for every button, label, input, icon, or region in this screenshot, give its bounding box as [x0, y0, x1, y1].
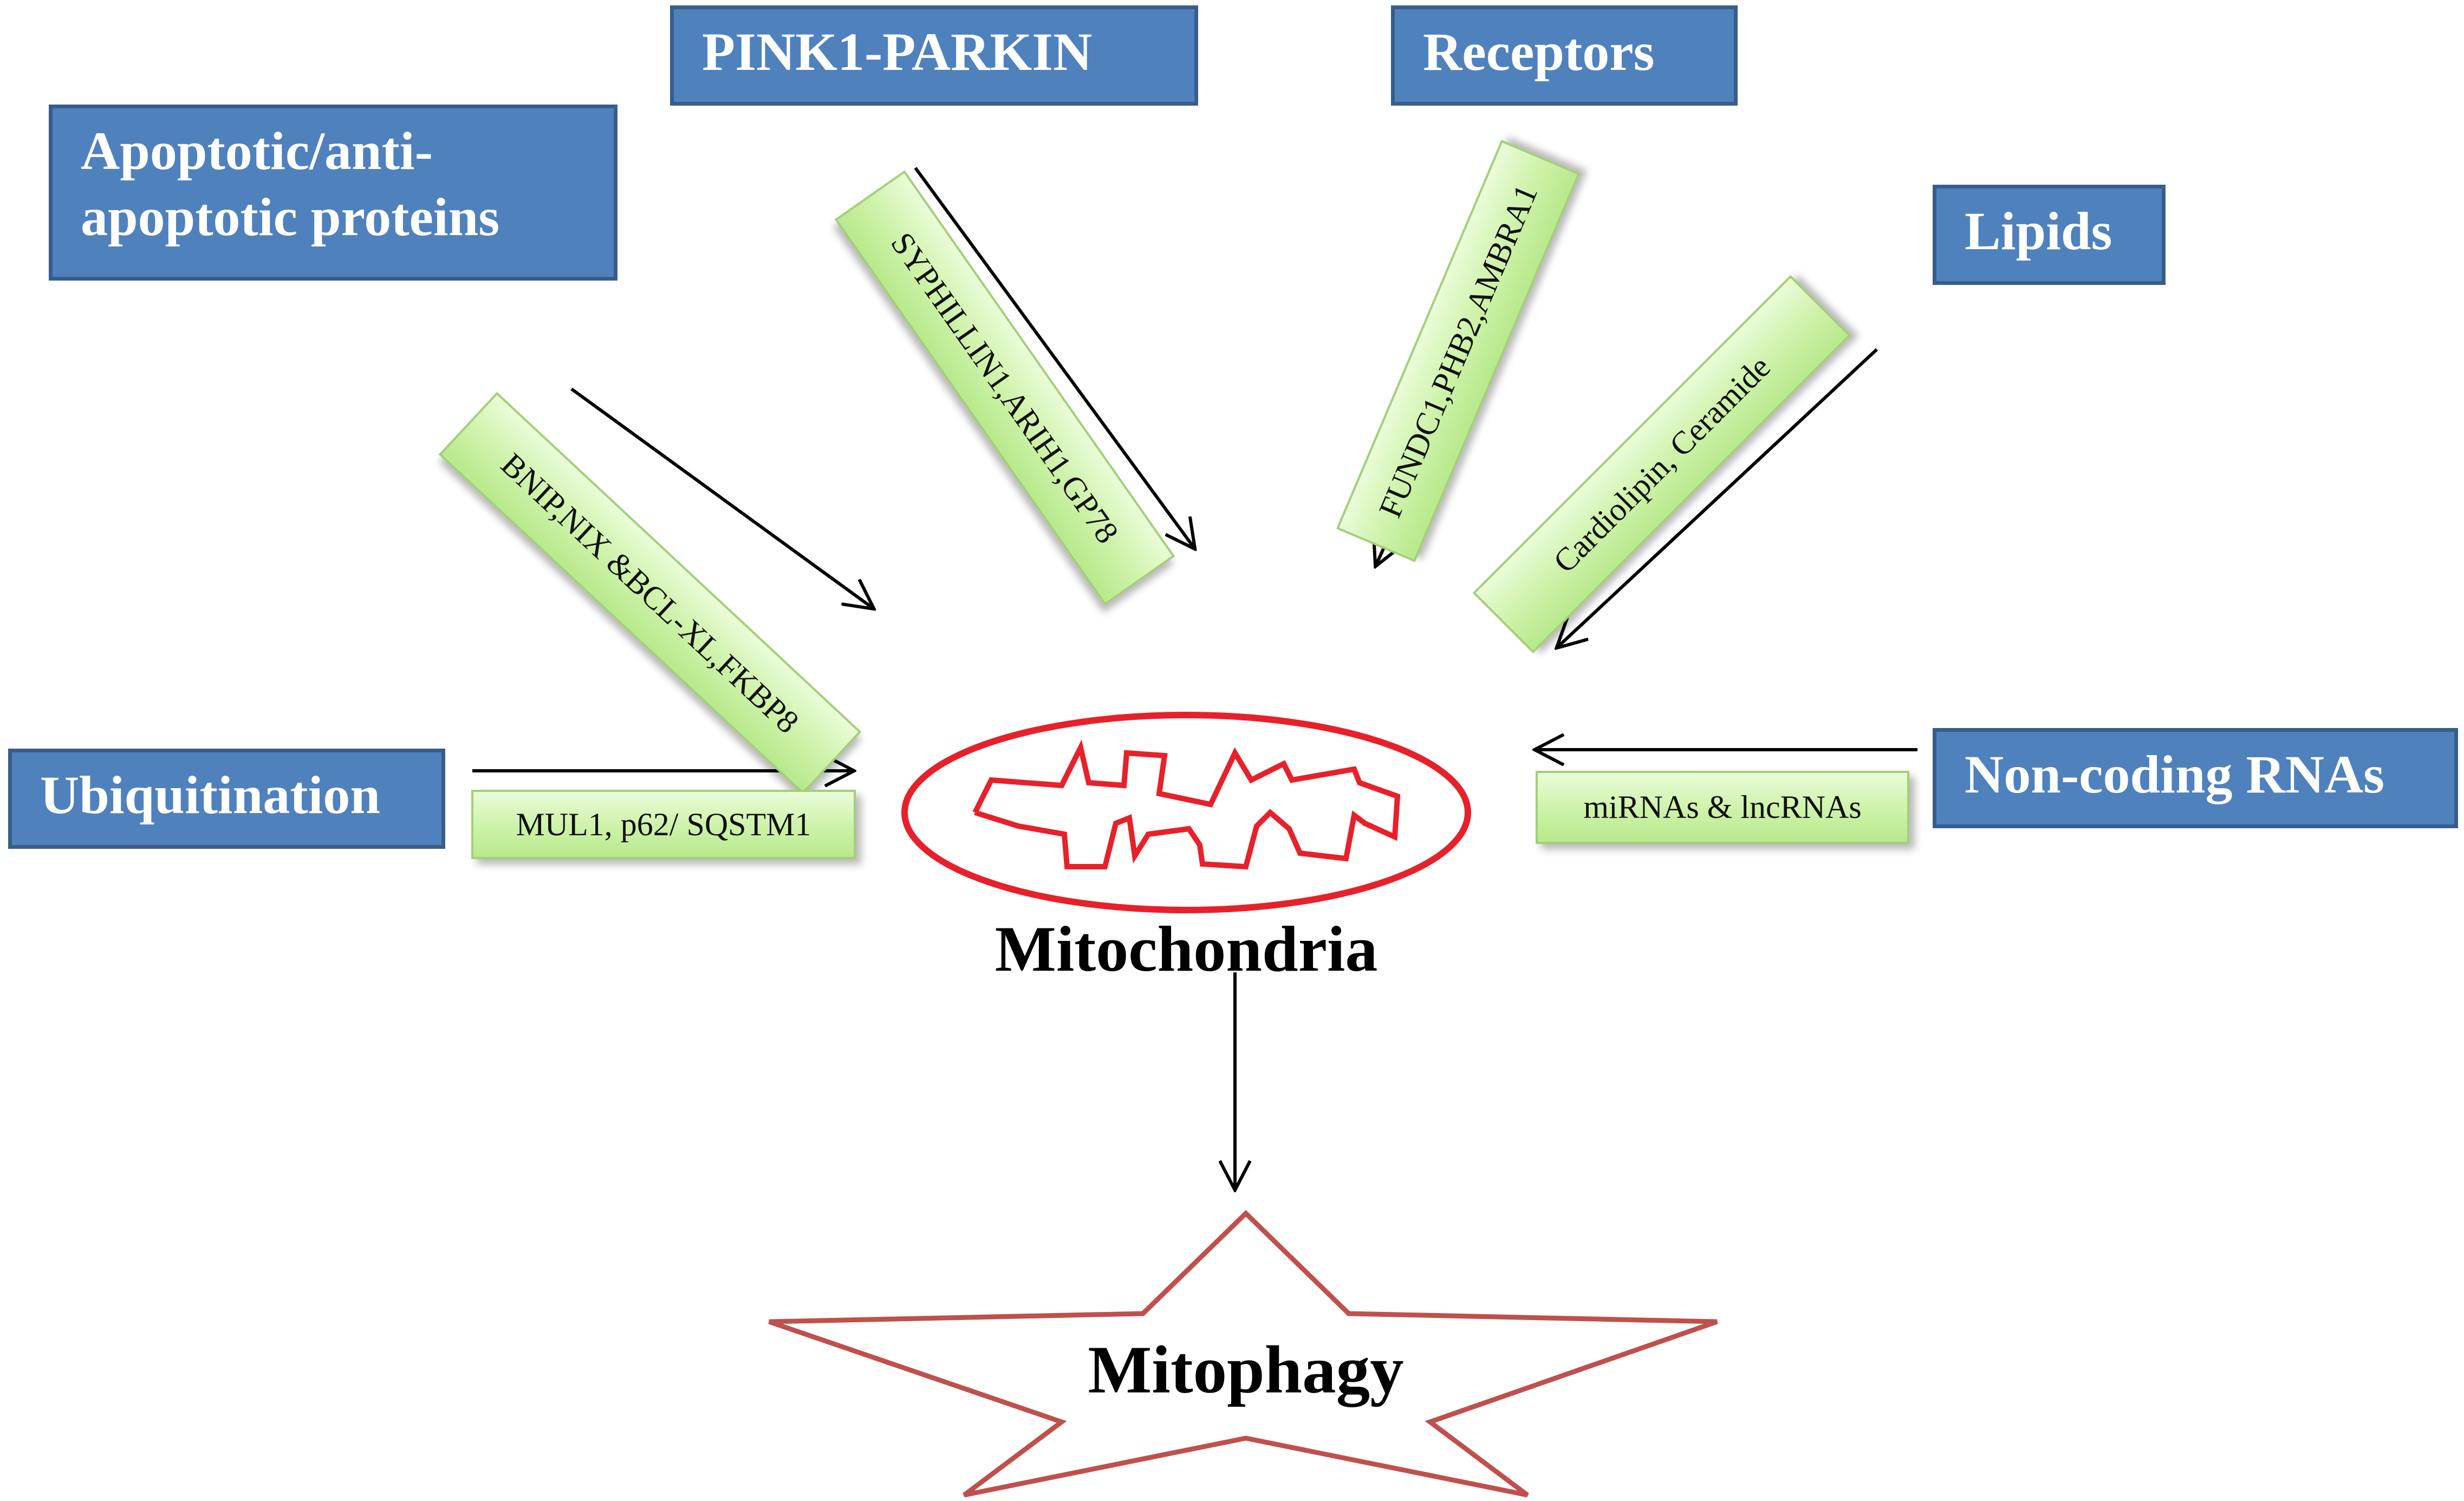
category-ubiquitination: Ubiquitination	[8, 749, 445, 849]
mitochondria-outer-membrane	[901, 712, 1471, 913]
category-noncoding-rnas: Non-coding RNAs	[1933, 728, 2458, 828]
pink1-arrow	[914, 167, 1194, 548]
category-receptors: Receptors	[1391, 5, 1738, 106]
category-apoptotic-proteins: Apoptotic/anti- apoptotic proteins	[49, 105, 617, 281]
category-pink1-parkin: PINK1-PARKIN	[670, 5, 1198, 106]
mitochondria-label: Mitochondria	[994, 913, 1378, 985]
mitophagy-star	[768, 1210, 1718, 1498]
mitochondria-cristae	[972, 739, 1401, 870]
lipids-arrow	[1557, 348, 1878, 647]
category-lipids: Lipids	[1933, 185, 2166, 285]
mitophagy-label: Mitophagy	[1088, 1333, 1404, 1408]
factor-ubiquitination: MUL1, p62/ SQSTM1	[471, 790, 856, 859]
apoptotic-arrow	[570, 387, 873, 608]
factor-noncoding: miRNAs & lncRNAs	[1536, 771, 1909, 844]
